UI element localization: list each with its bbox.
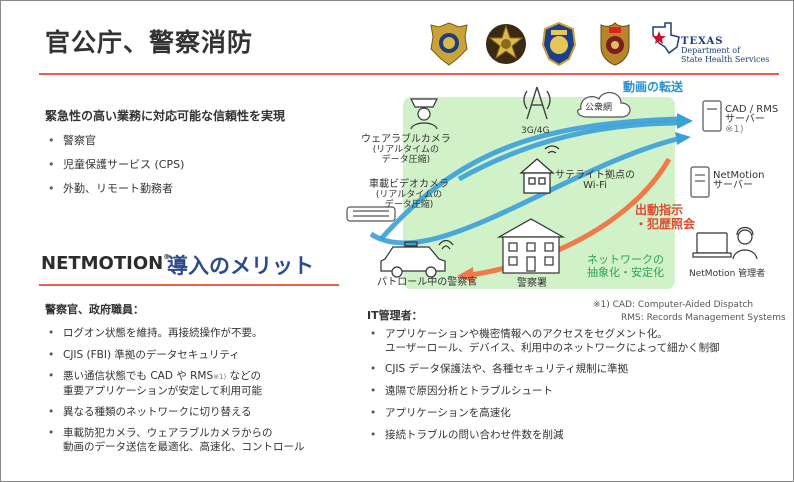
arrowhead <box>677 113 693 129</box>
satellite-wifi-line1: サテライト拠点の <box>555 170 635 181</box>
house-icon <box>519 158 555 194</box>
wearable-title: ウェアラブルカメラ <box>361 134 451 145</box>
netmotion-server-line2: サーバー <box>713 180 753 191</box>
video-transfer-label: 動画の転送 <box>623 80 684 94</box>
cad-server-icon <box>702 100 722 132</box>
item-text: アプリケーションや機密情報へのアクセスをセグメント化。 <box>385 328 668 340</box>
item-text-line2: 動画のデータ送信を最適化、高速化、コントロール <box>63 441 305 453</box>
page-title: 官公庁、警察消防 <box>45 28 254 57</box>
car-camera-title: 車載ビデオカメラ <box>369 179 449 190</box>
wearable-camera-label: ウェアラブルカメラ (リアルタイムの データ圧縮) <box>361 134 451 166</box>
list-item: 児童保護サービス (CPS) <box>45 157 325 173</box>
texas-line2: State Health Services <box>681 55 770 64</box>
satellite-wifi-line2: Wi-Fi <box>583 180 607 191</box>
texas-line1: Department of <box>681 46 741 55</box>
video-arrow-3 <box>369 136 678 246</box>
list-item: 遠隔で原因分析とトラブルシュート <box>367 383 787 399</box>
admin-icon <box>692 226 758 260</box>
rcmp-crest-icon <box>600 22 630 66</box>
cad-rms-label: CAD / RMS サーバー ※1) <box>725 105 778 135</box>
car-camera-sub: (リアルタイムの <box>375 190 443 200</box>
texas-dshs-text: TEXAS Department of State Health Service… <box>681 36 770 65</box>
sheriff-star-icon <box>486 24 526 64</box>
netmotion-logo-text: NETMOTION <box>41 253 164 274</box>
trademark-mark: ® <box>163 253 171 261</box>
texas-title: TEXAS <box>681 36 724 47</box>
police-car-icon <box>380 241 446 278</box>
wifi-icon <box>438 239 454 250</box>
satellite-wifi-label: サテライト拠点の Wi-Fi <box>555 171 635 191</box>
cell-tower-icon <box>523 86 551 120</box>
cad-rms-line1: CAD / RMS <box>725 104 779 115</box>
wearable-sub: (リアルタイムの <box>372 145 439 155</box>
wifi-icon <box>544 145 560 154</box>
station-label: 警察署 <box>517 278 547 289</box>
arrowhead <box>457 267 474 283</box>
footnote-line1: ※1) CAD: Computer-Aided Dispatch <box>593 300 754 310</box>
officials-heading: 警察官、政府職員： <box>45 303 144 316</box>
list-item: 異なる種類のネットワークに切り替える <box>45 404 345 420</box>
wearable-sub2: データ圧縮) <box>381 155 431 165</box>
item-text: 車載防犯カメラ、ウェアラブルカメラからの <box>63 427 273 439</box>
video-arrow-2 <box>457 120 678 182</box>
netmotion-logo: NETMOTION® <box>41 253 170 274</box>
reliability-heading: 緊急性の高い業務に対応可能な信頼性を実現 <box>45 109 286 123</box>
diagram-canvas <box>346 86 758 289</box>
network-diagram: 動画の転送 公衆網 3G/4G ウェアラブルカメラ (リアルタイムの データ圧縮… <box>341 79 791 294</box>
texas-dshs-logo <box>652 22 680 55</box>
dispatch-label: 出動指示 ・犯歴照会 <box>635 203 695 231</box>
it-admin-list: アプリケーションや機密情報へのアクセスをセグメント化。 ユーザーロール、デバイス… <box>367 327 787 443</box>
patrol-car-label: パトロール中の警察官 <box>377 277 478 288</box>
dispatch-line2: ・犯歴照会 <box>635 217 696 231</box>
list-item: 悪い通信状態でも CAD や RMS※1) などの 重要アプリケーションが安定し… <box>45 369 345 398</box>
list-item: ログオン状態を維持。再接続操作が不要。 <box>45 325 345 341</box>
list-item: アプリケーションを高速化 <box>367 405 787 421</box>
arrowhead <box>675 132 691 145</box>
video-arrow-1 <box>379 116 678 241</box>
admin-label: NetMotion 管理者 <box>689 269 766 279</box>
netmotion-server-label: NetMotion サーバー <box>713 171 764 191</box>
item-text-rest: などの <box>226 370 262 382</box>
footnote: ※1) CAD: Computer-Aided Dispatch RMS: Re… <box>593 299 786 325</box>
list-item: CJIS データ保護法や、各種セキュリティ規制に準拠 <box>367 361 787 377</box>
list-item: 接続トラブルの問い合わせ件数を削減 <box>367 427 787 443</box>
car-camera-label: 車載ビデオカメラ (リアルタイムの データ圧縮) <box>369 179 449 211</box>
netmotion-server-icon <box>690 166 710 198</box>
police-department-badge-icon <box>541 21 577 67</box>
public-net-label: 公衆網 <box>585 103 613 113</box>
car-camera-sub2: データ圧縮) <box>384 200 434 210</box>
logo-strip <box>429 21 779 71</box>
top-divider <box>39 73 779 75</box>
item-text: 悪い通信状態でも CAD や RMS <box>63 370 214 382</box>
item-text-line2: ユーザーロール、デバイス、利用中のネットワークによって細かく制御 <box>385 342 720 354</box>
police-badge-icon <box>430 22 468 66</box>
dispatch-line1: 出動指示 <box>635 203 684 217</box>
it-admin-heading: IT管理者： <box>367 309 423 322</box>
list-item: アプリケーションや機密情報へのアクセスをセグメント化。 ユーザーロール、デバイス… <box>367 327 787 355</box>
cad-rms-line2: サーバー <box>725 114 765 125</box>
cad-note: ※1) <box>725 124 744 135</box>
network-line2: 抽象化・安定化 <box>587 266 664 279</box>
network-abstraction-label: ネットワークの 抽象化・安定化 <box>587 253 664 279</box>
reliability-list: 警察官 児童保護サービス (CPS) 外勤、リモート勤務者 <box>45 133 325 197</box>
item-text-line2: 重要アプリケーションが安定して利用可能 <box>63 385 262 397</box>
footnote-ref: ※1) <box>213 373 227 381</box>
officer-icon <box>410 98 438 130</box>
officials-list: ログオン状態を維持。再接続操作が不要。 CJIS (FBI) 準拠のデータセキュ… <box>45 325 345 454</box>
network-line1: ネットワークの <box>587 253 664 266</box>
cloud-icon <box>577 92 631 118</box>
footnote-line2: RMS: Records Management Systems <box>621 313 786 323</box>
list-item: 警察官 <box>45 133 325 149</box>
list-item: 外勤、リモート勤務者 <box>45 181 325 197</box>
middle-divider <box>39 284 339 286</box>
benefits-title: 導入のメリット <box>167 254 314 278</box>
list-item: CJIS (FBI) 準拠のデータセキュリティ <box>45 347 345 363</box>
cellular-label: 3G/4G <box>521 126 550 136</box>
netmotion-server-line1: NetMotion <box>713 170 765 181</box>
list-item: 車載防犯カメラ、ウェアラブルカメラからの 動画のデータ送信を最適化、高速化、コン… <box>45 426 345 454</box>
police-station-icon <box>496 218 566 274</box>
dashcam-icon <box>346 206 396 222</box>
